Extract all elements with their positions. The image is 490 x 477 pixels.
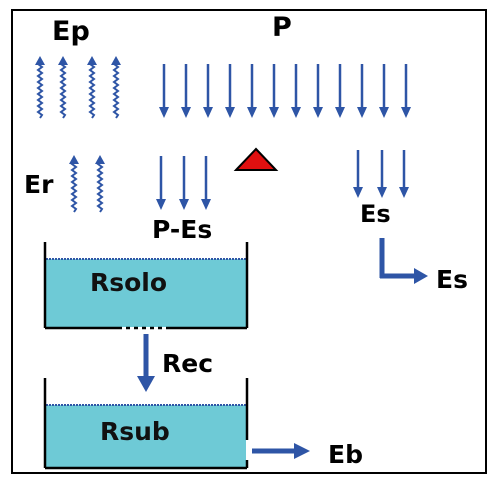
es-arrow-2-head — [377, 187, 387, 198]
ep-arrow-3-head — [87, 56, 97, 65]
p-arrow-12-head — [401, 107, 411, 118]
p-arrow-2-head — [181, 107, 191, 118]
p-es-arrows — [156, 156, 211, 210]
ep-arrows — [35, 56, 121, 119]
p-es-arrow-1-head — [156, 199, 166, 210]
p-arrow-1-head — [159, 107, 169, 118]
ep-label: Ep — [52, 16, 90, 47]
p-label: P — [272, 12, 292, 43]
ep-arrow-2-shaft — [59, 63, 67, 119]
soil-reservoir — [43, 242, 249, 330]
er-arrows — [69, 155, 105, 213]
p-es-arrow-3-head — [201, 199, 211, 210]
soil-reservoir-label: Rsolo — [90, 268, 167, 297]
diagram-frame — [11, 9, 487, 474]
ep-arrow-4-head — [111, 56, 121, 65]
p-arrow-9-head — [335, 107, 345, 118]
ep-arrow-1-head — [35, 56, 45, 65]
p-es-label: P-Es — [152, 215, 212, 244]
es-arrow-3-head — [399, 187, 409, 198]
es-label-top: Es — [360, 200, 391, 228]
p-arrow-4-head — [225, 107, 235, 118]
triangle-marker-icon — [233, 147, 279, 171]
p-arrows — [159, 64, 411, 118]
es-label-side: Es — [436, 265, 468, 294]
eb-label: Eb — [328, 440, 363, 469]
p-arrow-11-head — [379, 107, 389, 118]
ep-arrow-2-head — [58, 56, 68, 65]
sub-reservoir — [43, 378, 249, 470]
es-arrows — [353, 150, 409, 198]
p-arrow-10-head — [357, 107, 367, 118]
ep-arrow-3-shaft — [88, 63, 96, 119]
recharge-arrow — [137, 334, 155, 392]
er-label: Er — [24, 170, 54, 199]
p-arrow-8-head — [313, 107, 323, 118]
rec-label: Rec — [162, 349, 213, 378]
ep-arrow-1-shaft — [36, 63, 44, 119]
p-arrow-6-head — [269, 107, 279, 118]
er-arrow-2-shaft — [96, 160, 104, 213]
er-arrow-1-shaft — [70, 160, 78, 213]
p-arrow-5-head — [247, 107, 257, 118]
p-es-arrow-2-head — [179, 199, 189, 210]
es-arrow-1-head — [353, 187, 363, 198]
p-arrow-7-head — [291, 107, 301, 118]
sub-reservoir-label: Rsub — [100, 417, 170, 446]
p-arrow-3-head — [203, 107, 213, 118]
er-arrow-2-head — [95, 155, 105, 164]
ep-arrow-4-shaft — [112, 63, 120, 119]
es-outflow-arrow — [379, 238, 428, 284]
baseflow-arrow — [252, 443, 310, 459]
er-arrow-1-head — [69, 155, 79, 164]
